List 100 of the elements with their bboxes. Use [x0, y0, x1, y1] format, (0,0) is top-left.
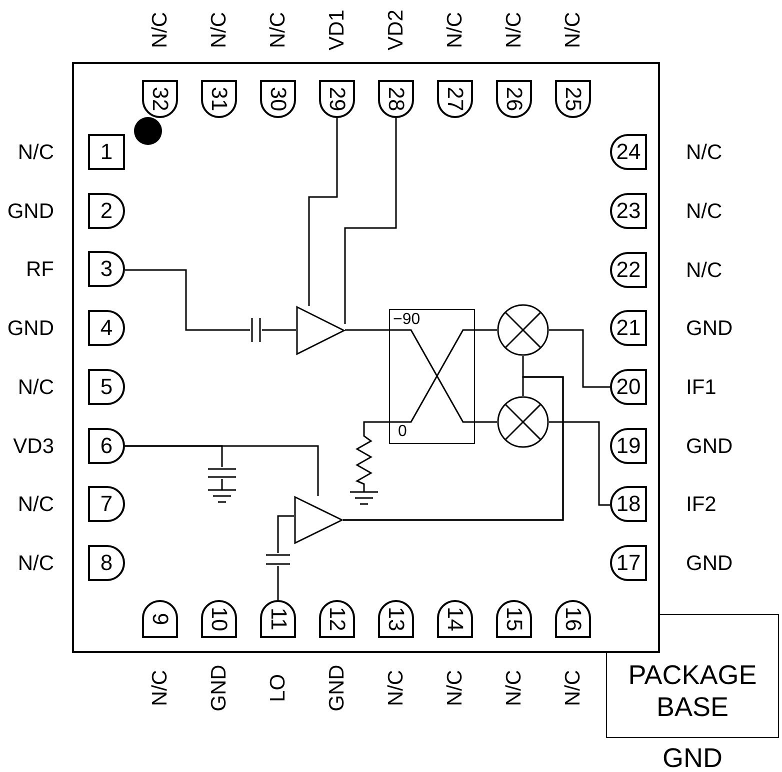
pin-number: 21 [616, 317, 641, 339]
pin-pad [555, 80, 591, 118]
pin-label: GND [686, 318, 733, 339]
pin-label: N/C [444, 12, 466, 48]
wire [308, 118, 338, 306]
pin-pad [610, 545, 647, 581]
package-base-label: PACKAGE BASE [628, 659, 758, 723]
pin-label: VD1 [326, 10, 348, 50]
pin-number: 9 [149, 612, 171, 626]
pin-pad [378, 600, 414, 638]
pin-pad [610, 486, 647, 522]
pin-label: IF1 [686, 377, 716, 398]
pin-label: LO [268, 674, 288, 702]
pin-number: 17 [616, 552, 641, 574]
pin-label: N/C [444, 670, 466, 706]
pin-pad [610, 428, 647, 464]
pin-label: N/C [562, 12, 584, 48]
pin-pad [496, 600, 532, 638]
pin-number: 7 [100, 493, 113, 515]
pin-number: 5 [100, 376, 113, 398]
wire [344, 118, 397, 324]
wire [345, 329, 389, 331]
pin-label: N/C [686, 260, 722, 281]
pin-label: GND [208, 664, 230, 712]
pin-number: 24 [616, 141, 641, 163]
pin-label: VD2 [386, 10, 406, 50]
pin-label: GND [686, 553, 733, 574]
pin-pad [610, 134, 647, 170]
pin-pad [88, 193, 125, 229]
pin-pad [319, 80, 355, 118]
wire [475, 329, 497, 331]
pin-pad [437, 600, 473, 638]
pin-number: 27 [444, 86, 466, 112]
pin-label: VD3 [13, 436, 54, 457]
pin-number: 11 [267, 608, 289, 630]
pin-pad [378, 80, 414, 118]
pin-number: 20 [616, 376, 641, 398]
pin-number: 22 [616, 259, 641, 281]
pin-pad [201, 600, 237, 638]
pin-number: 30 [267, 86, 289, 112]
pin-number: 10 [208, 606, 230, 632]
pin-number: 3 [100, 258, 113, 280]
pin-number: 18 [616, 493, 641, 515]
ground-label: GND [662, 745, 722, 772]
pin-label: N/C [686, 142, 722, 163]
pin-pad [260, 600, 296, 638]
pin-label: N/C [18, 553, 54, 574]
pin-number: 16 [562, 606, 584, 632]
pin-label: N/C [686, 201, 722, 222]
pin-number: 4 [100, 317, 113, 339]
phase-label: −90 [393, 312, 420, 328]
pin-pad [260, 80, 296, 118]
wire [262, 329, 296, 331]
pin-number: 13 [385, 606, 407, 632]
pin-pad [88, 545, 125, 581]
package-body [72, 62, 660, 653]
pin-label: N/C [208, 12, 230, 48]
pin-pad [88, 134, 125, 170]
phase-label: 0 [398, 424, 407, 440]
wire [277, 566, 279, 600]
package-base-box [606, 614, 779, 738]
pin-pad [496, 80, 532, 118]
pin-pad [142, 80, 178, 118]
pin-pad [88, 369, 125, 405]
pin-pad [555, 600, 591, 638]
pin-pad [437, 80, 473, 118]
pin-number: 8 [100, 552, 113, 574]
pin-number: 1 [100, 141, 113, 163]
pin-label: N/C [386, 670, 406, 706]
pin-pad [610, 369, 647, 405]
pin-pad [610, 252, 647, 288]
pin-label: N/C [268, 12, 288, 48]
pin-label: N/C [150, 12, 170, 48]
pin-pad [319, 600, 355, 638]
pin-label: GND [326, 664, 348, 712]
pin-label: N/C [18, 142, 54, 163]
pin-number: 29 [326, 86, 348, 112]
pin-label: N/C [150, 670, 170, 706]
pin-pad [88, 428, 125, 464]
pin-label: N/C [18, 377, 54, 398]
pin-number: 23 [616, 200, 641, 222]
pin-number: 25 [562, 86, 584, 112]
wire [125, 269, 250, 331]
pin-pad [610, 310, 647, 346]
pin-label: N/C [504, 12, 524, 48]
wire [277, 515, 294, 553]
hybrid-coupler-box [389, 309, 475, 444]
pin-number: 28 [385, 86, 407, 112]
pin-pad [88, 251, 125, 287]
pin-number: 2 [100, 200, 113, 222]
pin-pad [201, 80, 237, 118]
pin-label: IF2 [686, 494, 716, 515]
pin-label: RF [26, 259, 54, 280]
pin-pad [88, 486, 125, 522]
pin-number: 19 [616, 435, 641, 457]
pin-number: 32 [149, 86, 171, 112]
pin-label: N/C [18, 494, 54, 515]
pin-label: GND [7, 201, 54, 222]
pin-number: 26 [503, 86, 525, 112]
pin-label: N/C [504, 670, 524, 706]
